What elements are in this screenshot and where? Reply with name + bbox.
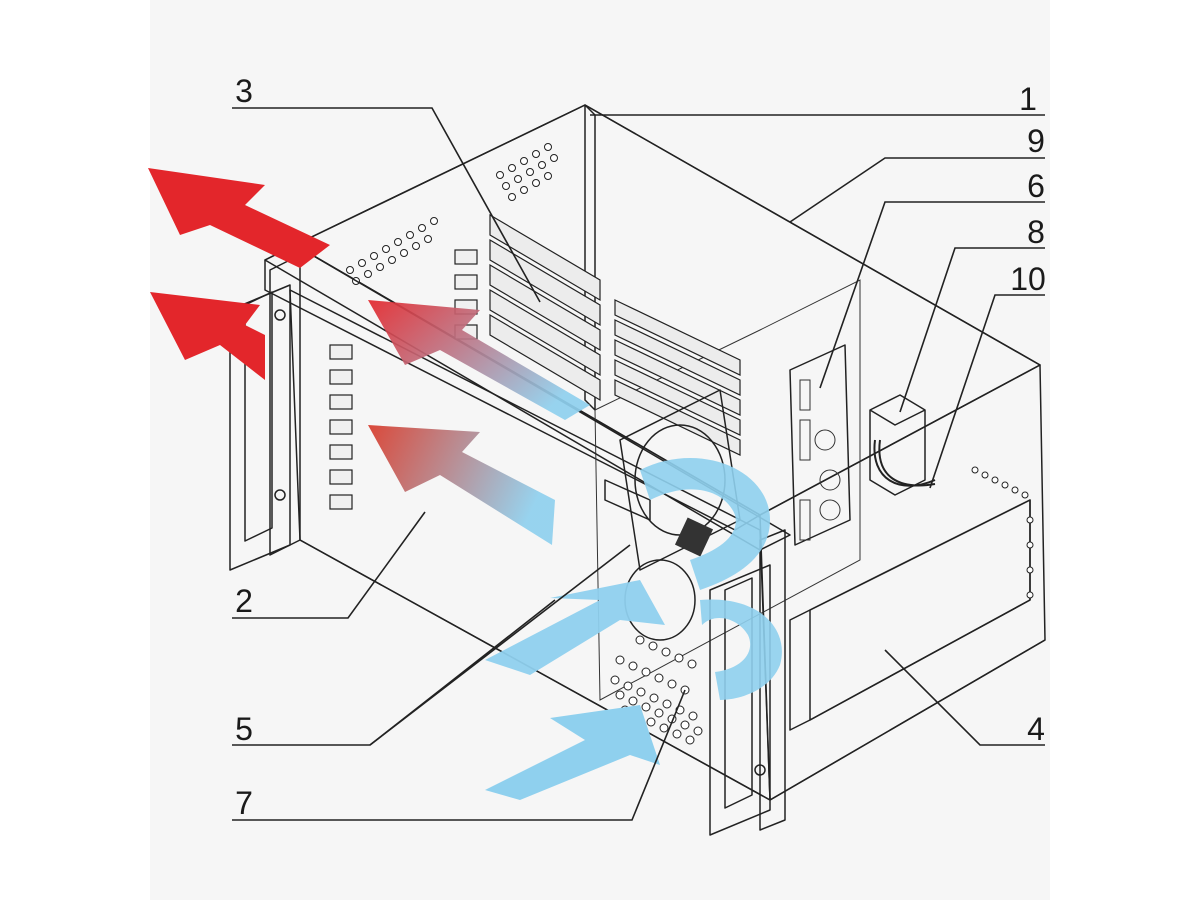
callout-7: 7 [235,785,253,821]
callout-10: 10 [1010,261,1046,297]
callout-3: 3 [235,73,253,109]
callout-9: 9 [1027,123,1045,159]
side-vent-holes [971,466,1034,599]
airflow-arrows [148,168,782,800]
leader-10 [929,294,1045,489]
leader-2 [232,511,426,619]
cool-air-arrow-bottom [485,705,660,800]
power-supply [789,499,1031,731]
leader-3 [232,107,541,303]
callout-6: 6 [1027,168,1045,204]
leader-6 [819,201,1045,389]
cool-air-arrow-middle [485,580,665,675]
leader-lines [232,107,1045,821]
callout-1: 1 [1019,81,1037,117]
front-switch-panel [604,479,714,557]
leader-5b [369,544,631,746]
motherboard-io [789,344,851,546]
right-handle [709,529,786,836]
module-box [869,394,936,496]
internal-air-arrow-upper [368,300,590,420]
leader-4 [884,649,1045,746]
leader-8 [899,247,1045,413]
leader-7 [232,689,686,821]
hot-air-arrow-top [148,168,330,268]
callout-2: 2 [235,583,253,619]
cool-air-curve-upper [640,458,770,590]
leader-9 [789,157,1045,223]
internal-air-arrow-lower [368,425,555,545]
front-grille [610,635,703,745]
hot-air-arrow-mid [150,292,265,380]
cool-air-curve-lower [700,599,782,700]
callout-5: 5 [235,711,253,747]
slot-brackets [329,249,478,510]
rear-vent-holes [346,143,558,285]
callout-labels: 1 2 3 4 5 6 7 8 9 10 [235,73,1046,821]
callout-8: 8 [1027,214,1045,250]
callout-4: 4 [1027,711,1045,747]
